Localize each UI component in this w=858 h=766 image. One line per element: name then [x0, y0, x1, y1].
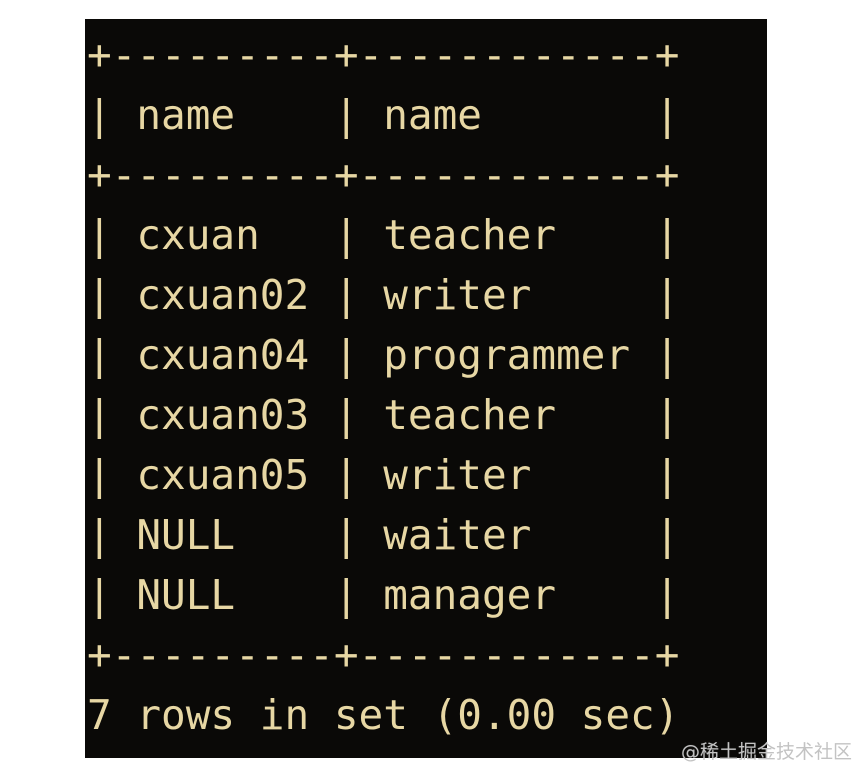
table-row: | cxuan05 | writer |	[87, 451, 680, 499]
table-row: | cxuan02 | writer |	[87, 271, 680, 319]
table-header-row: | name | name |	[87, 91, 680, 139]
status-line: 7 rows in set (0.00 sec)	[87, 691, 680, 739]
table-header-separator: +---------+------------+	[87, 151, 680, 199]
table-row: | NULL | manager |	[87, 571, 680, 619]
table-row: | NULL | waiter |	[87, 511, 680, 559]
table-bottom-border: +---------+------------+	[87, 631, 680, 679]
table-row: | cxuan | teacher |	[87, 211, 680, 259]
terminal-window[interactable]: +---------+------------+ | name | name |…	[85, 19, 767, 758]
table-row: | cxuan04 | programmer |	[87, 331, 680, 379]
table-top-border: +---------+------------+	[87, 31, 680, 79]
table-row: | cxuan03 | teacher |	[87, 391, 680, 439]
